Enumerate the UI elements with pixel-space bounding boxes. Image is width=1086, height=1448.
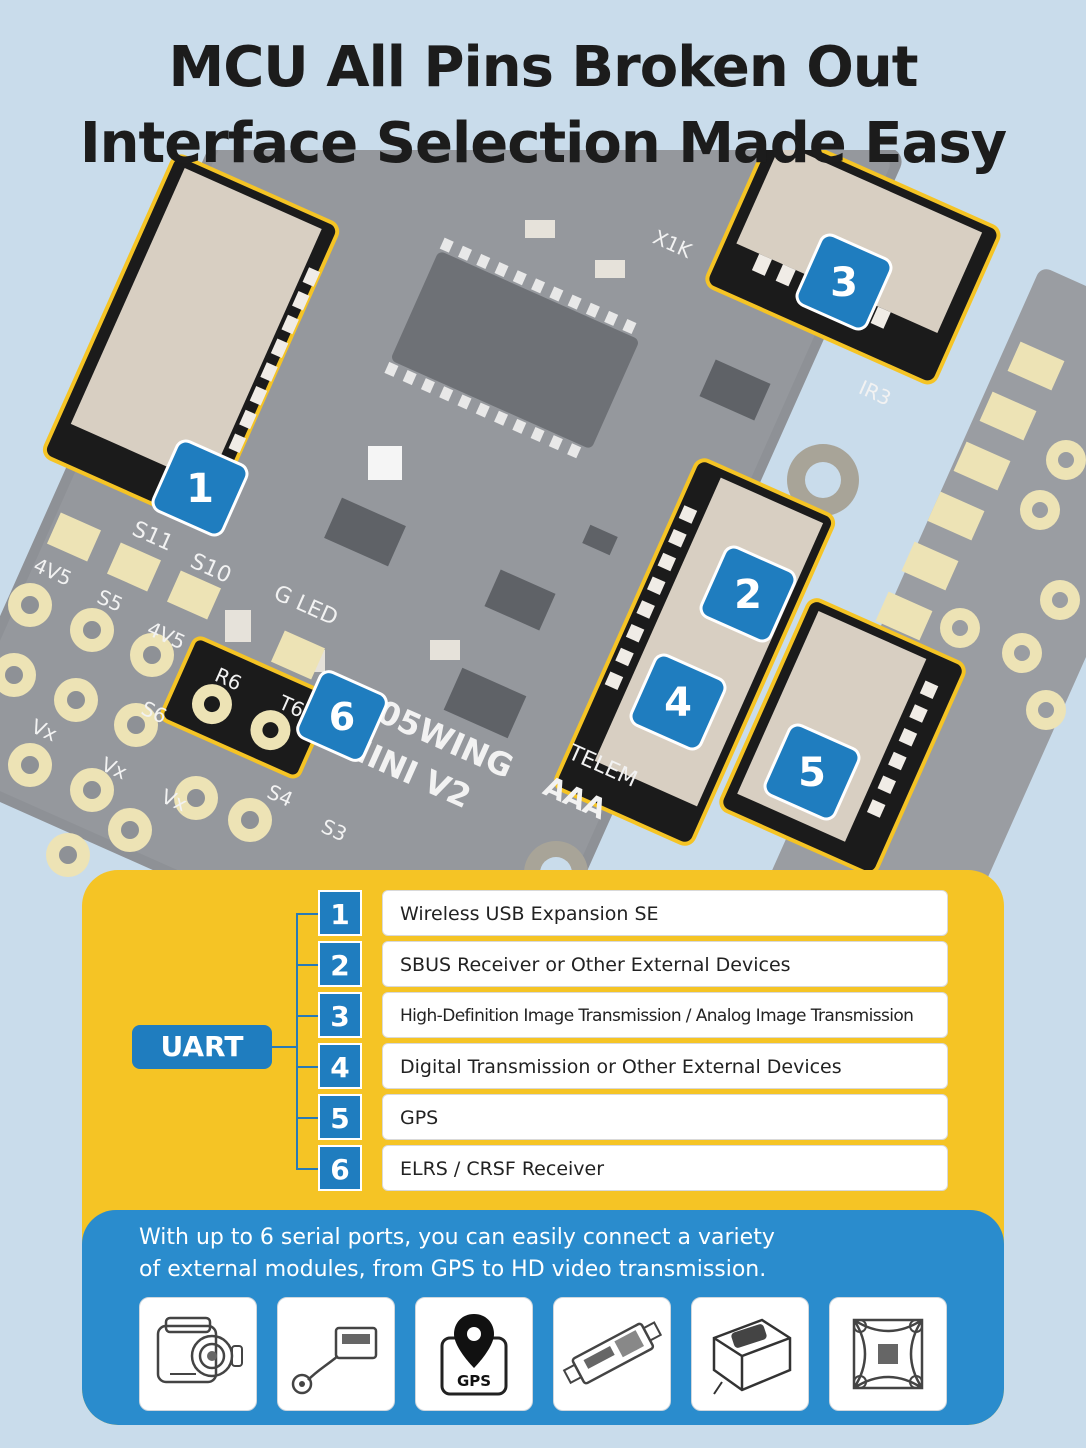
uart-row-number: 4 <box>318 1043 362 1089</box>
bracket-stem <box>272 1046 298 1048</box>
title-line-2: Interface Selection Made Easy <box>79 111 1007 176</box>
solder-pads-left <box>0 512 326 877</box>
uart-info-panel: UART 1 Wireless USB Expansion SE 2 SBUS … <box>82 870 1004 1425</box>
uart-row-label: Wireless USB Expansion SE <box>382 890 948 936</box>
tile-receiver <box>277 1297 395 1411</box>
bracket-tick-4 <box>296 1066 318 1068</box>
flight-controller-icon <box>852 1318 924 1390</box>
gps-pin-icon: GPS <box>440 1314 508 1396</box>
callout-badge-3: 3 <box>795 233 893 331</box>
page-title: MCU All Pins Broken Out Interface Select… <box>0 30 1086 182</box>
description-line-1: With up to 6 serial ports, you can easil… <box>139 1225 775 1250</box>
description-text: With up to 6 serial ports, you can easil… <box>139 1222 939 1286</box>
uart-row-label: ELRS / CRSF Receiver <box>382 1145 948 1191</box>
uart-row-label: GPS <box>382 1094 948 1140</box>
callout-badge-1: 1 <box>151 439 249 537</box>
uart-label: UART <box>132 1025 272 1069</box>
uart-row-1: 1 Wireless USB Expansion SE <box>318 890 950 936</box>
camera-icon <box>156 1316 243 1384</box>
description-line-2: of external modules, from GPS to HD vide… <box>139 1257 767 1282</box>
uart-row-number: 1 <box>318 890 362 936</box>
pcb-main <box>0 150 902 910</box>
uart-row-6: 6 ELRS / CRSF Receiver <box>318 1145 950 1191</box>
uart-row-4: 4 Digital Transmission or Other External… <box>318 1043 950 1089</box>
uart-row-number: 6 <box>318 1145 362 1191</box>
flight-controller-board: S11 S10 4V5 S5 4V5 S6 Vx Vx Vx S4 S3 G L… <box>0 150 1086 910</box>
mcu-chip <box>384 237 638 459</box>
uart-row-number: 3 <box>318 992 362 1038</box>
callout-badge-5: 5 <box>763 723 861 821</box>
air-unit-icon <box>712 1318 792 1395</box>
solder-pads-right <box>875 341 1086 730</box>
uart-row-label: SBUS Receiver or Other External Devices <box>382 941 948 987</box>
tile-gps: GPS <box>415 1297 533 1411</box>
tile-air-unit <box>691 1297 809 1411</box>
bracket-tick-2 <box>296 964 318 966</box>
uart-row-label: High-Definition Image Transmission / Ana… <box>382 992 948 1038</box>
board-image: S11 S10 4V5 S5 4V5 S6 Vx Vx Vx S4 S3 G L… <box>0 150 1086 910</box>
uart-row-2: 2 SBUS Receiver or Other External Device… <box>318 941 950 987</box>
tile-camera <box>139 1297 257 1411</box>
svg-text:2: 2 <box>734 572 762 618</box>
bracket-tick-1 <box>296 913 318 915</box>
status-led <box>368 446 402 480</box>
svg-text:6: 6 <box>329 695 355 739</box>
uart-row-label: Digital Transmission or Other External D… <box>382 1043 948 1089</box>
svg-text:4: 4 <box>664 680 692 726</box>
description-box: With up to 6 serial ports, you can easil… <box>82 1210 1004 1425</box>
bracket-spine <box>296 913 298 1168</box>
callout-badge-2: 2 <box>699 545 797 643</box>
callout-badge-6: 6 <box>296 670 388 762</box>
bracket-tick-5 <box>296 1117 318 1119</box>
svg-text:1: 1 <box>186 466 214 512</box>
connector-6 <box>160 636 333 779</box>
connector-1 <box>42 154 340 527</box>
uart-row-number: 2 <box>318 941 362 987</box>
callout-badge-4: 4 <box>629 653 727 751</box>
bracket-tick-3 <box>296 1015 318 1017</box>
gps-tile-label: GPS <box>457 1372 491 1390</box>
receiver-module-icon <box>291 1326 378 1395</box>
smd-components <box>324 359 771 739</box>
tile-flight-controller <box>829 1297 947 1411</box>
vtx-module-icon <box>562 1321 663 1385</box>
uart-row-number: 5 <box>318 1094 362 1140</box>
tile-vtx <box>553 1297 671 1411</box>
svg-text:5: 5 <box>798 750 826 796</box>
title-line-1: MCU All Pins Broken Out <box>168 35 918 100</box>
uart-row-3: 3 High-Definition Image Transmission / A… <box>318 992 950 1038</box>
bracket-tick-6 <box>296 1168 318 1170</box>
uart-row-5: 5 GPS <box>318 1094 950 1140</box>
svg-text:3: 3 <box>830 260 858 306</box>
